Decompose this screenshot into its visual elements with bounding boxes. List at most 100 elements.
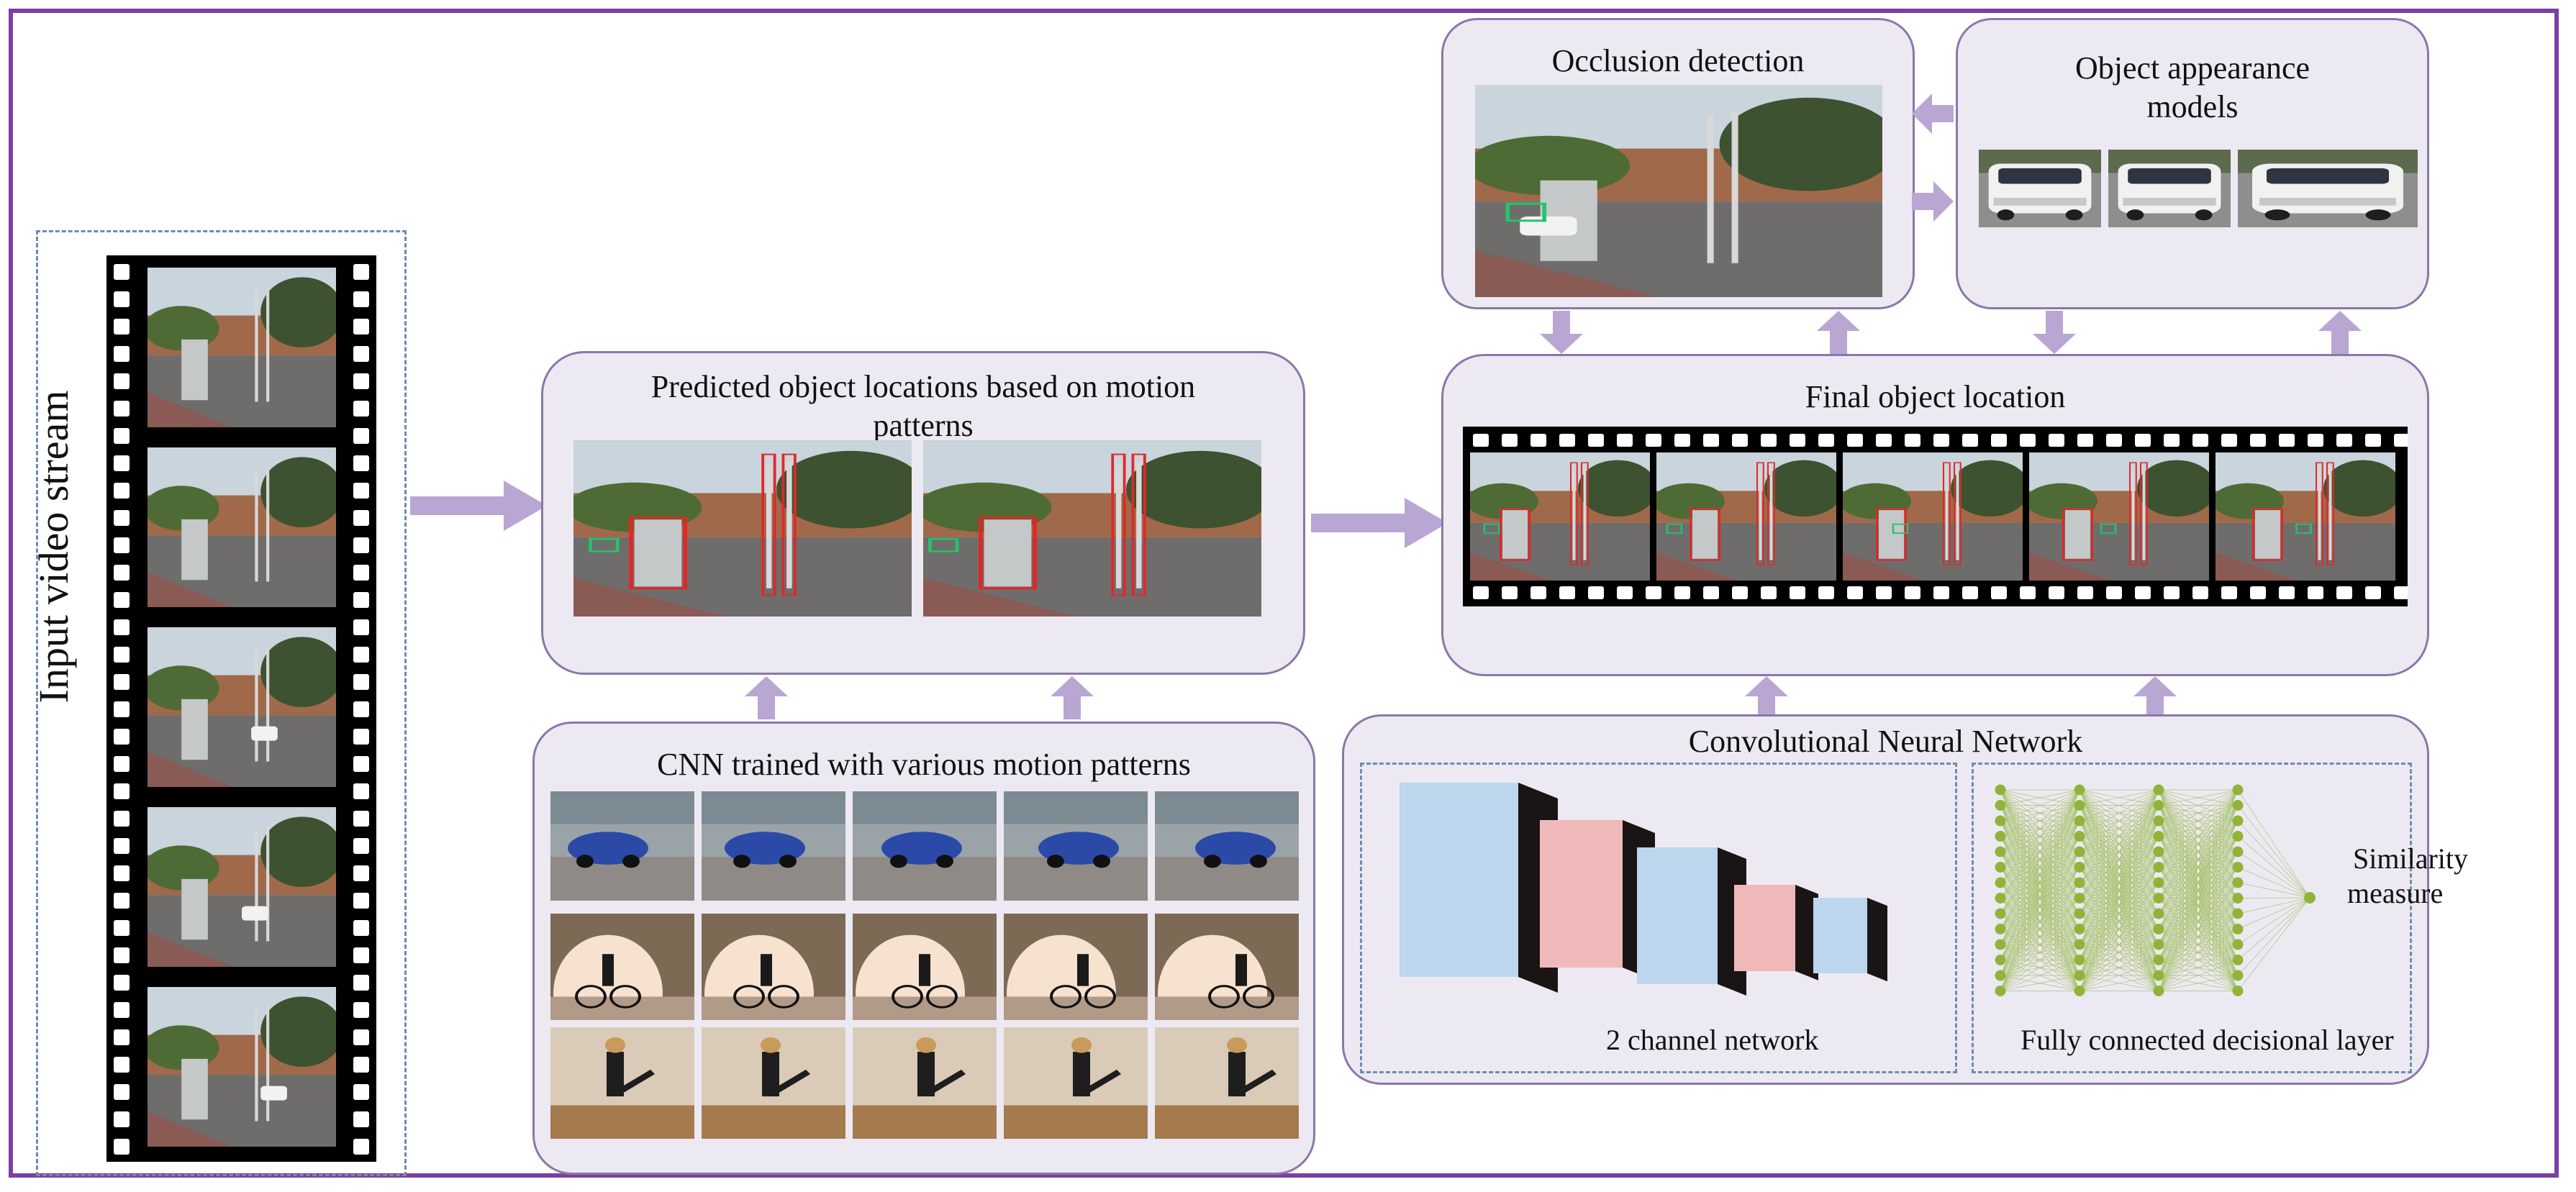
fc-node: [1995, 893, 2006, 904]
sprocket-hole: [2020, 586, 2036, 599]
sprocket-hole: [114, 1002, 130, 1018]
fc-node: [2232, 784, 2244, 796]
sprocket-hole: [1962, 434, 1978, 447]
conv-layer-1: [1400, 783, 1558, 993]
sprocket-hole: [2192, 434, 2208, 447]
final-title: Final object location: [1805, 379, 2066, 414]
sprocket-hole: [114, 756, 130, 772]
fc-node: [1995, 955, 2006, 965]
input-frame: [148, 268, 336, 427]
fc-node: [2232, 831, 2244, 842]
sprocket-hole: [353, 401, 369, 417]
motion-car-frame: [853, 791, 997, 901]
final-frame: [2029, 452, 2209, 581]
fc-node: [2074, 939, 2085, 950]
sprocket-hole: [114, 1029, 130, 1045]
sprocket-hole: [1991, 434, 2007, 447]
fc-node: [2074, 800, 2085, 811]
sprocket-hole: [353, 428, 369, 444]
predicted-frame: [923, 440, 1261, 617]
sprocket-hole: [353, 537, 369, 553]
sprocket-hole: [1703, 434, 1719, 447]
sprocket-hole: [2049, 434, 2064, 447]
sprocket-hole: [114, 1139, 130, 1155]
sprocket-hole: [1847, 586, 1863, 599]
fc-node: [2232, 955, 2244, 965]
fc-connections: [2000, 789, 2310, 991]
sprocket-hole: [114, 893, 130, 909]
sprocket-hole: [114, 537, 130, 553]
cnn-trained-title: CNN trained with various motion patterns: [657, 747, 1191, 782]
input-frame: [148, 987, 336, 1147]
conv-layer-3: [1637, 847, 1746, 996]
sprocket-hole: [2106, 586, 2122, 599]
fc-node: [2074, 862, 2085, 873]
fc-node: [1995, 784, 2006, 796]
sprocket-hole: [114, 291, 130, 307]
sprocket-hole: [1761, 586, 1777, 599]
sprocket-hole: [353, 619, 369, 635]
sprocket-hole: [114, 346, 130, 362]
appearance-title-line2: models: [2146, 89, 2239, 124]
sprocket-hole: [1818, 434, 1834, 447]
fc-node: [2153, 986, 2164, 996]
sprocket-hole: [1530, 434, 1546, 447]
sprocket-hole: [114, 483, 130, 499]
sprocket-hole: [1530, 586, 1546, 599]
fc-node: [2074, 908, 2085, 919]
sprocket-hole: [114, 647, 130, 663]
sprocket-hole: [353, 264, 369, 280]
sprocket-hole: [1617, 434, 1633, 447]
sprocket-hole: [1905, 586, 1920, 599]
similarity-label-line1: Similarity: [2353, 842, 2468, 875]
conv-layer-5: [1813, 898, 1887, 982]
sprocket-hole: [2135, 586, 2151, 599]
sprocket-hole: [353, 455, 369, 471]
sprocket-hole: [353, 838, 369, 854]
sprocket-hole: [353, 1139, 369, 1155]
fc-node: [1995, 908, 2006, 919]
sprocket-hole: [353, 1084, 369, 1100]
fc-node: [2153, 877, 2164, 888]
sprocket-hole: [1703, 586, 1719, 599]
arrow-final-to-appearance: [2318, 311, 2362, 354]
sprocket-hole: [2020, 434, 2036, 447]
sprocket-hole: [353, 811, 369, 827]
convnet-title: Convolutional Neural Network: [1688, 724, 2083, 759]
fc-node: [2232, 846, 2244, 857]
sprocket-hole: [353, 674, 369, 690]
sprocket-hole: [1991, 586, 2007, 599]
motion-bike-frame: [1004, 914, 1148, 1020]
fc-node: [1995, 815, 2006, 827]
sprocket-hole: [2135, 434, 2151, 447]
sprocket-hole: [2279, 434, 2295, 447]
sprocket-hole: [1559, 586, 1575, 599]
sprocket-hole: [2308, 434, 2323, 447]
two-channel-label: 2 channel network: [1606, 1024, 1819, 1056]
sprocket-hole: [353, 701, 369, 717]
sprocket-hole: [114, 319, 130, 335]
motion-bike-frame: [853, 914, 997, 1020]
sprocket-hole: [353, 975, 369, 991]
sprocket-hole: [114, 975, 130, 991]
fc-node: [2153, 831, 2164, 842]
sprocket-hole: [1674, 434, 1690, 447]
arrow-appearance-to-occlusion: [1912, 94, 1954, 134]
fc-layer-box: [1972, 763, 2412, 1073]
fc-node: [1995, 800, 2006, 811]
appearance-title-line1: Object appearance: [2074, 50, 2310, 86]
input-frame: [148, 807, 336, 967]
input-stream-label: Input video stream: [30, 390, 77, 704]
arrow-convnet-to-final-2: [2133, 676, 2177, 719]
final-frame: [2216, 452, 2395, 581]
arrow-occlusion-to-appearance: [1912, 181, 1954, 222]
motion-car-frame: [550, 791, 694, 901]
sprocket-hole: [1876, 434, 1892, 447]
fc-layer-label: Fully connected decisional layer: [2021, 1024, 2394, 1056]
fc-node: [2232, 815, 2244, 827]
sprocket-hole: [114, 401, 130, 417]
appearance-van-3: [2238, 150, 2418, 227]
sprocket-hole: [1761, 434, 1777, 447]
sprocket-hole: [114, 1057, 130, 1073]
sprocket-hole: [2394, 434, 2408, 447]
